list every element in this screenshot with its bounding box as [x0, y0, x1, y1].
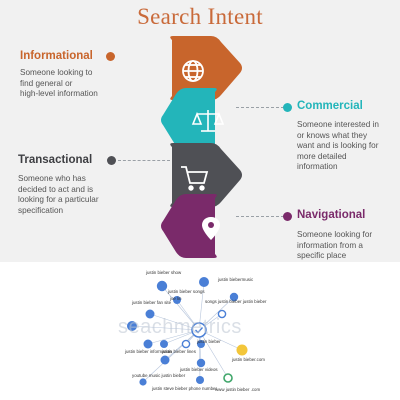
graph-label: www justin bieber .com	[215, 387, 261, 392]
scales-icon	[191, 110, 225, 132]
navigational-description: Someone looking for information from a s…	[297, 230, 373, 261]
graph-nodes	[127, 277, 248, 386]
graph-node[interactable]	[127, 321, 137, 331]
commercial-label: Commercial	[297, 100, 363, 112]
informational-chevron	[170, 36, 242, 100]
navigational-label: Navigational	[297, 209, 366, 221]
graph-label: justin bieber fan site	[132, 300, 172, 305]
informational-description: Someone looking to find general or high-…	[20, 68, 98, 99]
graph-label: justin bieber information	[125, 349, 172, 354]
commercial-chevron	[161, 88, 217, 152]
graph-node[interactable]	[197, 340, 205, 348]
graph-node[interactable]	[160, 340, 168, 348]
graph-label: justin bieber lines	[162, 349, 196, 354]
navigational-chevron	[161, 194, 217, 258]
graph-node[interactable]	[223, 373, 233, 383]
transactional-connector	[118, 160, 170, 161]
check-icon	[195, 327, 204, 334]
graph-node[interactable]	[139, 378, 147, 386]
commercial-connector	[236, 107, 284, 108]
navigational-dot	[283, 212, 292, 221]
graph-node[interactable]	[236, 344, 248, 356]
watermark: seachmetrics	[118, 316, 242, 338]
graph-label: youtube music justin bieber	[132, 373, 186, 378]
graph-label: justin bieber.com	[232, 357, 265, 362]
graph-node[interactable]	[145, 309, 155, 319]
graph-label: justin bieber show	[146, 270, 182, 275]
graph-center-node[interactable]	[191, 322, 207, 338]
transactional-description: Someone who has decided to act and is lo…	[18, 174, 99, 215]
graph-label: justin bieber	[197, 339, 221, 344]
navigational-connector	[236, 216, 284, 217]
graph-label: justin bieber videos	[180, 367, 218, 372]
commercial-description: Someone interested in or knows what they…	[297, 120, 379, 172]
keyword-graph	[127, 277, 248, 386]
graph-node[interactable]	[160, 355, 170, 365]
graph-label: songs justin bieber justin bieber	[205, 299, 267, 304]
intent-chevrons	[161, 36, 242, 258]
graph-node[interactable]	[143, 339, 153, 349]
graph-node[interactable]	[173, 296, 181, 304]
transactional-label: Transactional	[18, 154, 93, 166]
graph-node[interactable]	[156, 280, 168, 292]
graph-node[interactable]	[217, 309, 227, 319]
graph-node[interactable]	[229, 292, 239, 302]
graph-node[interactable]	[199, 277, 209, 287]
location-pin-icon	[202, 217, 220, 240]
graph-node[interactable]	[196, 358, 206, 368]
informational-label: Informational	[20, 50, 93, 62]
graph-node[interactable]	[181, 339, 191, 349]
cart-icon	[181, 166, 209, 191]
page-title: Search Intent	[137, 4, 263, 29]
graph-label: justin bieber songs	[168, 289, 205, 294]
graph-node[interactable]	[196, 376, 204, 384]
informational-dot	[106, 52, 115, 61]
transactional-dot	[107, 156, 116, 165]
commercial-dot	[283, 103, 292, 112]
graph-label: joe lin	[170, 296, 182, 301]
graph-label: justin steve bieber phone number	[152, 386, 217, 391]
graph-label: justin biebermusic	[218, 277, 254, 282]
globe-icon	[182, 60, 204, 82]
